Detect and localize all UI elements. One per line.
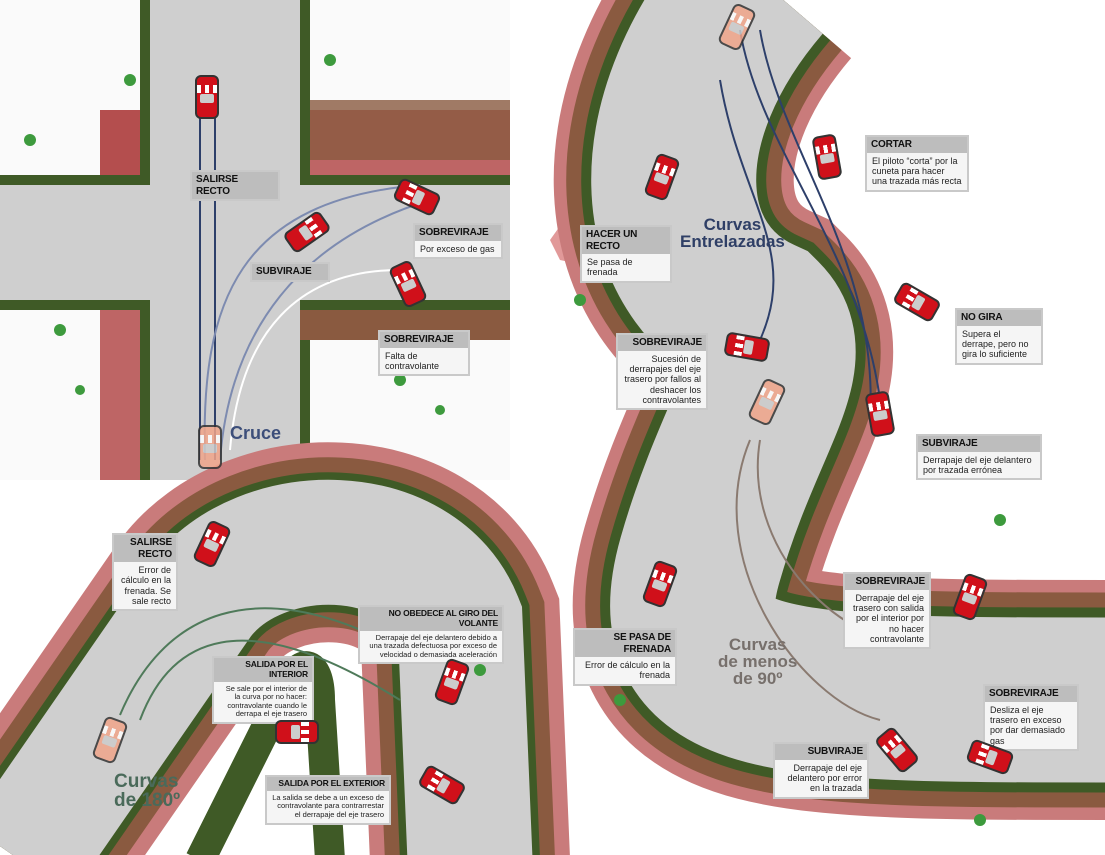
label-heading: SOBREVIRAJE (845, 574, 929, 590)
label-heading: SOBREVIRAJE (415, 225, 501, 241)
title-line: Entrelazadas (680, 232, 785, 251)
label-heading: HACER UN RECTO (582, 227, 670, 254)
label-text: Desliza el eje trasero en exceso por dar… (985, 701, 1077, 749)
label-heading: SUBVIRAJE (918, 436, 1040, 452)
label-text: Error de cálculo en la frenada. Se sale … (114, 562, 176, 610)
label-heading: SALIRSE RECTO (114, 535, 176, 562)
title-line: Curvas (728, 635, 787, 654)
label-text: Derrapaje del eje trasero con salida por… (845, 589, 929, 648)
label-text: Por exceso de gas (415, 240, 501, 257)
label-heading: SALIDA POR EL EXTERIOR (267, 777, 389, 791)
label-text: El piloto “corta” por la cuneta para hac… (867, 152, 967, 190)
label-text: Se pasa de frenada (582, 254, 670, 281)
car-start (198, 425, 222, 469)
label-heading: SUBVIRAJE (252, 264, 328, 280)
label-text: Derrapaje del eje delantero por trazada … (918, 451, 1040, 479)
title-line: de 180º (114, 790, 181, 811)
label-text: Derrapaje del eje delantero debido a una… (360, 630, 502, 663)
label-heading: SE PASA DE FRENADA (575, 630, 675, 657)
label-heading: SALIRSE RECTO (192, 172, 278, 199)
label-heading: SOBREVIRAJE (985, 686, 1077, 702)
car (195, 75, 219, 119)
label-heading: SOBREVIRAJE (618, 335, 706, 351)
label-text: Derrapaje del eje delantero por error en… (775, 759, 867, 797)
title-line: Curvas (703, 215, 762, 234)
title-line: Curvas (114, 771, 179, 792)
label-salirse-recto-cruce: SALIRSE RECTO (190, 170, 280, 201)
hairpin-diagram (0, 442, 570, 855)
title-line: de 90º (732, 669, 783, 688)
cruce-title: Cruce (230, 423, 282, 443)
label-heading: NO GIRA (957, 310, 1041, 326)
label-heading: SOBREVIRAJE (380, 332, 468, 348)
car (275, 720, 319, 744)
label-text: Falta de contravolante (380, 347, 468, 375)
label-heading: SUBVIRAJE (775, 744, 867, 760)
label-text: Supera el derrape, pero no gira lo sufic… (957, 325, 1041, 363)
label-heading: SALIDA POR EL INTERIOR (214, 658, 312, 682)
label-heading: CORTAR (867, 137, 967, 153)
label-text: Sucesión de derrapajes del eje trasero p… (618, 350, 706, 409)
bushes (24, 54, 1006, 826)
label-text: Error de cálculo en la frenada (575, 657, 675, 684)
label-subviraje-cruce: SUBVIRAJE (250, 262, 330, 282)
label-text: Se sale por el interior de la curva por … (214, 681, 312, 723)
title-line: de menos (718, 652, 798, 671)
label-text: La salida se debe a un exceso de contrav… (267, 790, 389, 823)
label-heading: NO OBEDECE AL GIRO DEL VOLANTE (360, 607, 502, 631)
